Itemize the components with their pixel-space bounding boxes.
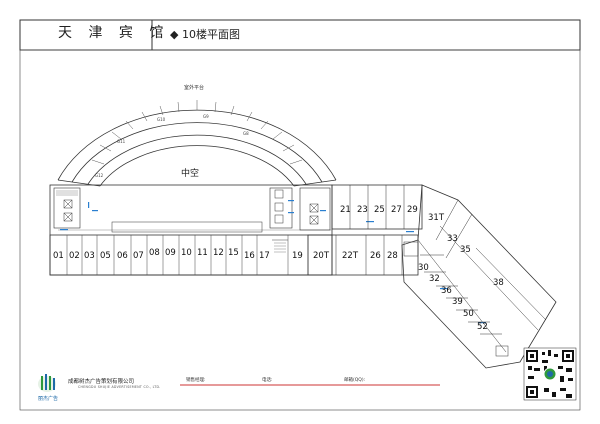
floor-title: ◆ 10楼平面图 (170, 28, 240, 41)
room-number: 21 (340, 205, 351, 215)
room-number: 12 (213, 248, 224, 258)
room-number: 10 (181, 248, 192, 258)
arc-room-dividers (91, 100, 303, 165)
room-number: 25 (374, 205, 385, 215)
stair-hatching (56, 190, 286, 253)
room-number: 16 (244, 251, 255, 261)
room-number: 05 (100, 251, 111, 261)
room-number: 30 (418, 263, 429, 273)
room-number: 35 (460, 245, 471, 255)
arc-room-label: G8 (243, 131, 249, 136)
room-number: 38 (493, 278, 504, 288)
stair-core-diagonal (403, 241, 419, 257)
sales-manager-label: 销售经理: (186, 378, 206, 383)
elevator-core-right (269, 187, 293, 229)
room-number: 02 (69, 251, 80, 261)
diagonal-wing (401, 184, 557, 369)
room-number: 28 (387, 251, 398, 261)
company-name-cn: 成都树杰广告策划有限公司 (68, 379, 135, 385)
room-number: 22T (342, 251, 359, 261)
room-number: 09 (165, 248, 176, 258)
atrium-label: 中空 (181, 169, 200, 179)
terrace-inner-arc (71, 122, 323, 183)
main-row-dividers (66, 235, 309, 275)
room-number: 17 (259, 251, 270, 261)
arc-room-label: G11 (117, 139, 126, 144)
qr-code (523, 347, 577, 401)
room-number: 32 (429, 274, 440, 284)
arc-room-label: G12 (95, 173, 104, 178)
hotel-name: 天 津 宾 馆 (58, 25, 170, 41)
room-number: 20T (313, 251, 330, 261)
elevators (63, 189, 319, 225)
room-number: 26 (370, 251, 381, 261)
corridor-outer-arc (87, 134, 307, 185)
company-name-en: CHENGDU SHUJIE ADVERTISEMENT CO., LTD. (78, 385, 161, 389)
room-number: 50 (463, 309, 474, 319)
terrace-outer-arc (57, 109, 337, 181)
plan-frame (19, 49, 581, 411)
room-number: 11 (197, 248, 208, 258)
room-number: 23 (357, 205, 368, 215)
stair-core-left (53, 187, 81, 229)
room-number: 06 (117, 251, 128, 261)
arc-room-label: G9 (203, 114, 209, 119)
room-number: 52 (477, 322, 488, 332)
company-logo (38, 374, 56, 392)
escape-arrows (60, 200, 486, 324)
logo-text: 丽杰广告 (38, 396, 59, 402)
arc-room-label: G10 (157, 117, 166, 122)
email-label: 邮箱(QQ): (344, 378, 366, 383)
corridor-bar (111, 221, 263, 233)
room-number: 36 (441, 286, 452, 296)
room-number: 31T (428, 213, 445, 223)
main-block (49, 184, 333, 276)
stair-core-end (495, 345, 509, 357)
room-number: 19 (292, 251, 303, 261)
phone-label: 电话: (262, 378, 273, 383)
header-frame (19, 19, 581, 51)
room-number: 29 (407, 205, 418, 215)
room-number: 33 (447, 234, 458, 244)
terrace-label: 室外平台 (184, 85, 205, 91)
room-number: 01 (53, 251, 64, 261)
corridor-inner-arc (99, 145, 295, 187)
room-number: 03 (84, 251, 95, 261)
room-row-outline (49, 234, 333, 276)
service-core (299, 187, 331, 231)
room-number: 27 (391, 205, 402, 215)
room-number: 08 (149, 248, 160, 258)
room-number: 07 (133, 251, 144, 261)
room-number: 15 (228, 248, 239, 258)
room-number: 39 (452, 297, 463, 307)
upper-right-block (331, 184, 423, 230)
